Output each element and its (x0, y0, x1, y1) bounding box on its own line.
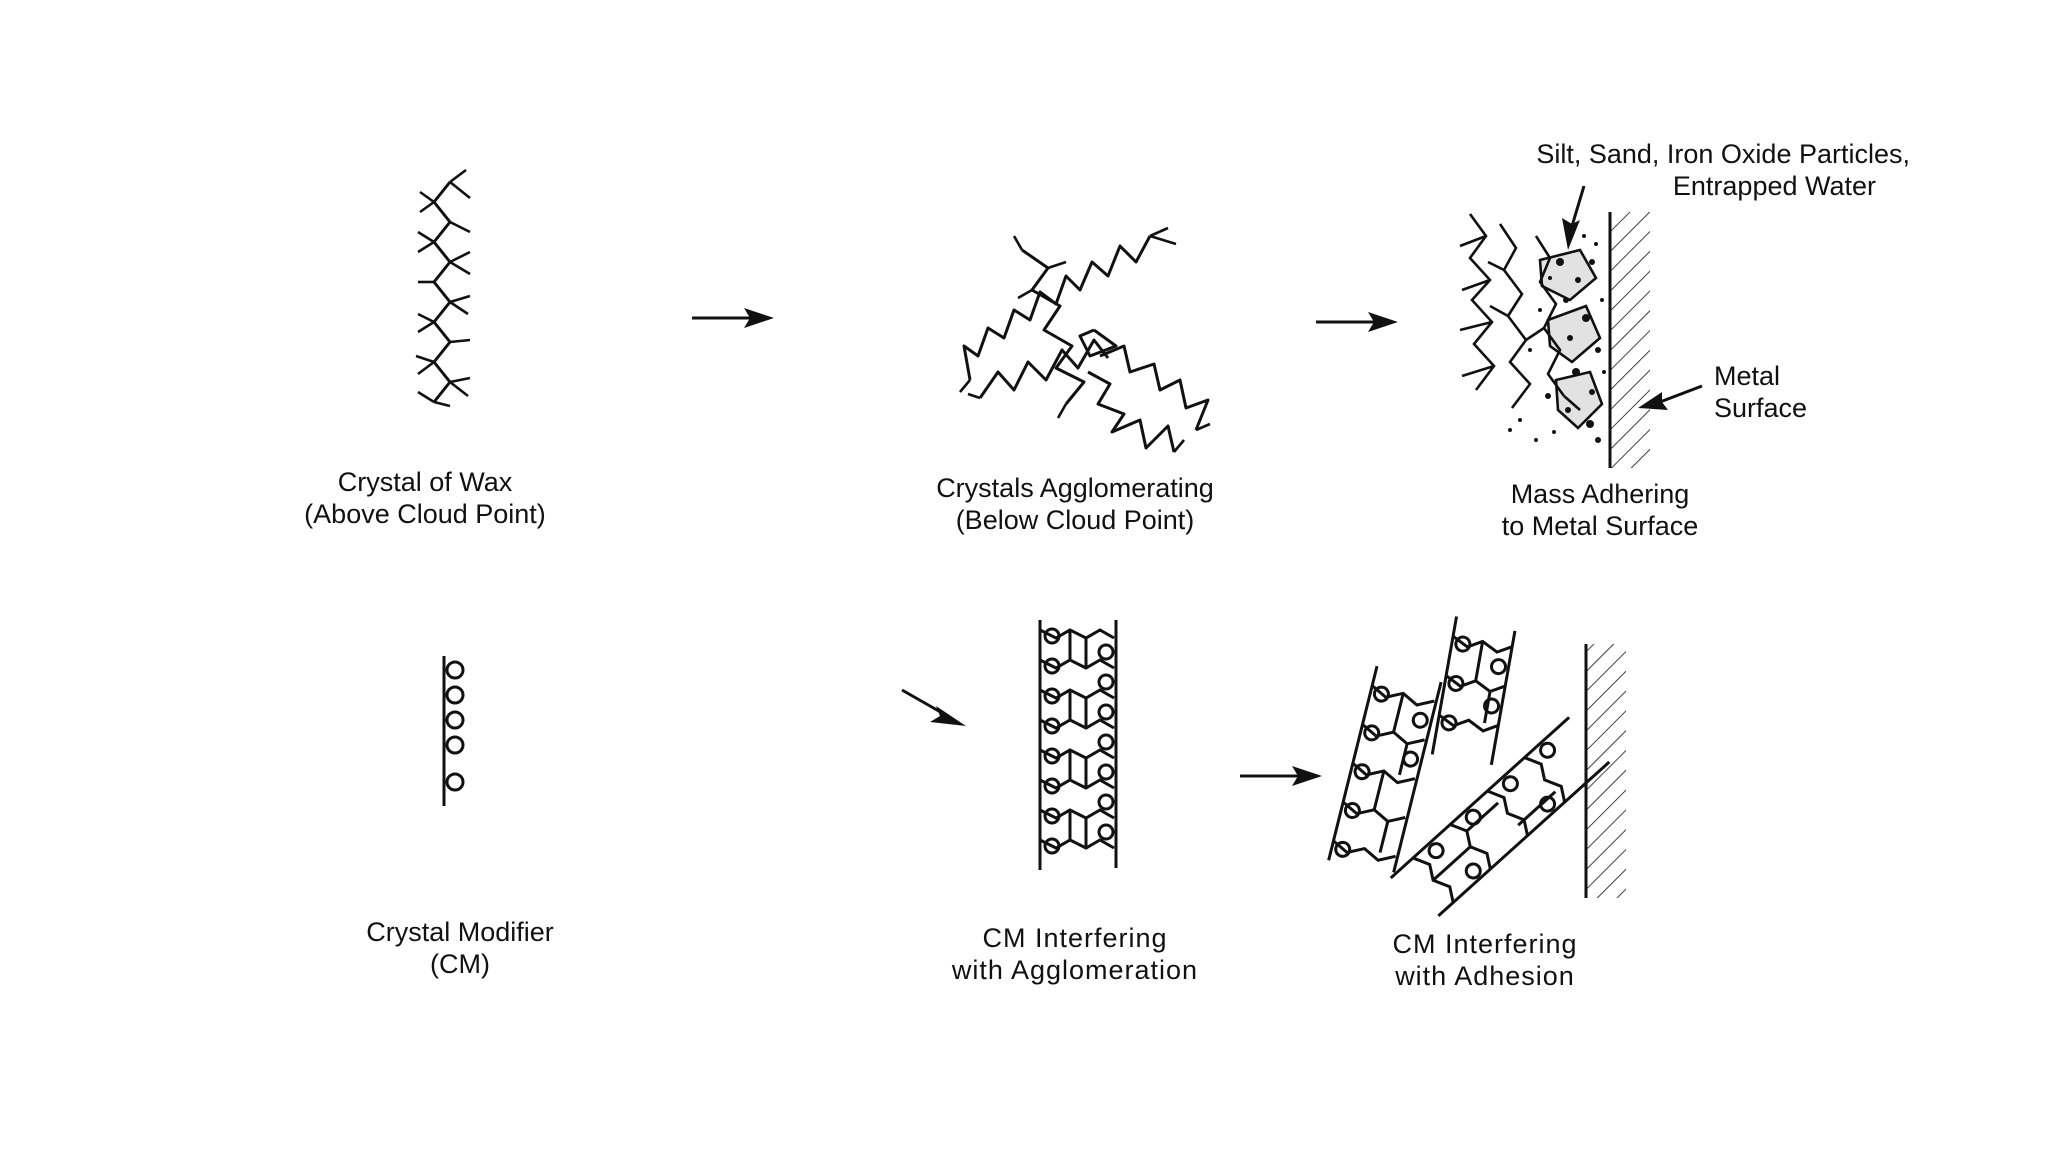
arrow-left-icon (1638, 384, 1703, 410)
agglomerating-crystals (959, 226, 1211, 453)
label-mass-adhering-line1: Mass Adhering (1510, 479, 1690, 509)
metal-surface-wall (1584, 644, 1626, 898)
label-mass-adhering-line2: to Metal Surface (1501, 511, 1699, 541)
arrow-right-icon (1240, 766, 1322, 786)
label-cm-agglomeration-line2: with Agglomeration (951, 955, 1199, 985)
label-metal-surface-line1: Metal (1714, 361, 1781, 391)
label-cm-agglomeration-line1: CM Interfering (982, 923, 1168, 953)
label-cm-agglomeration: CM Interfering with Agglomeration (920, 922, 1230, 986)
label-cm-adhesion: CM Interfering with Adhesion (1360, 928, 1610, 992)
label-particles-line2: Entrapped Water (1672, 171, 1876, 201)
label-agglomerating-line1: Crystals Agglomerating (936, 473, 1214, 503)
label-crystal-modifier-line1: Crystal Modifier (366, 917, 554, 947)
label-wax-crystal: Crystal of Wax (Above Cloud Point) (290, 466, 560, 530)
cm-adhesion-structure (1327, 616, 1611, 918)
arrow-diagonal-icon (901, 688, 966, 726)
label-cm-adhesion-line2: with Adhesion (1395, 961, 1575, 991)
arrow-right-icon (1316, 312, 1398, 332)
label-wax-crystal-line2: (Above Cloud Point) (304, 499, 546, 529)
crystal-modifier-chain (442, 656, 465, 806)
label-agglomerating: Crystals Agglomerating (Below Cloud Poin… (920, 472, 1230, 536)
wax-crystal-chain (415, 168, 471, 408)
arrow-right-icon (692, 308, 774, 328)
particles-speckle (1508, 234, 1606, 443)
label-crystal-modifier: Crystal Modifier (CM) (330, 916, 590, 980)
label-wax-crystal-line1: Crystal of Wax (337, 467, 513, 497)
label-mass-adhering: Mass Adhering to Metal Surface (1460, 478, 1740, 542)
label-agglomerating-line2: (Below Cloud Point) (955, 505, 1195, 535)
label-particles-line1: Silt, Sand, Iron Oxide Particles, (1536, 139, 1910, 169)
label-metal-surface: Metal Surface (1714, 360, 1854, 424)
label-crystal-modifier-line2: (CM) (430, 949, 490, 979)
label-metal-surface-line2: Surface (1714, 393, 1808, 423)
wax-mass (1459, 213, 1604, 430)
label-particles: Silt, Sand, Iron Oxide Particles, Entrap… (1480, 138, 1910, 202)
cm-agglomeration-structure (1038, 620, 1118, 870)
metal-surface-wall (1608, 212, 1650, 468)
label-cm-adhesion-line1: CM Interfering (1392, 929, 1578, 959)
arrow-down-icon (1562, 185, 1586, 250)
